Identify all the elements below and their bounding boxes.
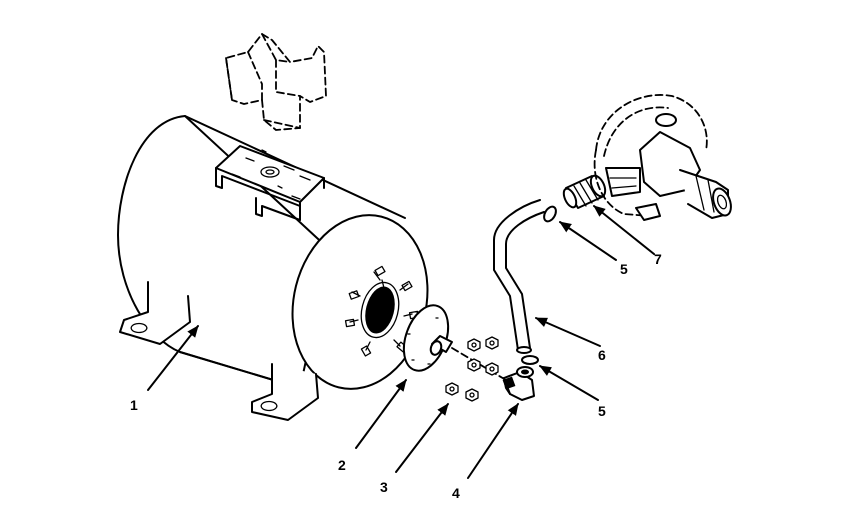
leader-5b	[539, 365, 599, 401]
callout-1: 1	[130, 397, 138, 413]
callout-7: 7	[654, 251, 662, 267]
elbow-fitting	[502, 366, 535, 401]
leader-1	[147, 325, 199, 391]
leader-lines	[147, 205, 655, 479]
leader-2	[355, 379, 407, 449]
callout-2: 2	[338, 457, 346, 473]
callout-5-upper: 5	[620, 261, 628, 277]
callout-3: 3	[380, 479, 388, 495]
leader-3	[395, 403, 449, 473]
pressure-tank	[117, 115, 429, 421]
tank-stand-phantom	[225, 33, 327, 131]
leader-7	[593, 205, 655, 255]
leader-6	[535, 317, 601, 347]
callout-6: 6	[598, 347, 606, 363]
callout-labels: 1 2 3 4 5 5 6 7	[130, 251, 662, 501]
leader-5a	[559, 221, 617, 261]
flange-plate	[402, 304, 453, 372]
o-ring-lower	[521, 355, 539, 365]
hex-nuts	[445, 336, 499, 402]
leader-4	[467, 403, 519, 479]
suction-pipe	[493, 199, 545, 354]
callout-4: 4	[452, 485, 460, 501]
callout-5-lower: 5	[598, 403, 606, 419]
jet-pump-phantom	[593, 94, 732, 221]
adapter-fitting	[562, 174, 607, 209]
o-ring-upper	[543, 205, 557, 223]
assembly-centerline	[451, 347, 507, 381]
